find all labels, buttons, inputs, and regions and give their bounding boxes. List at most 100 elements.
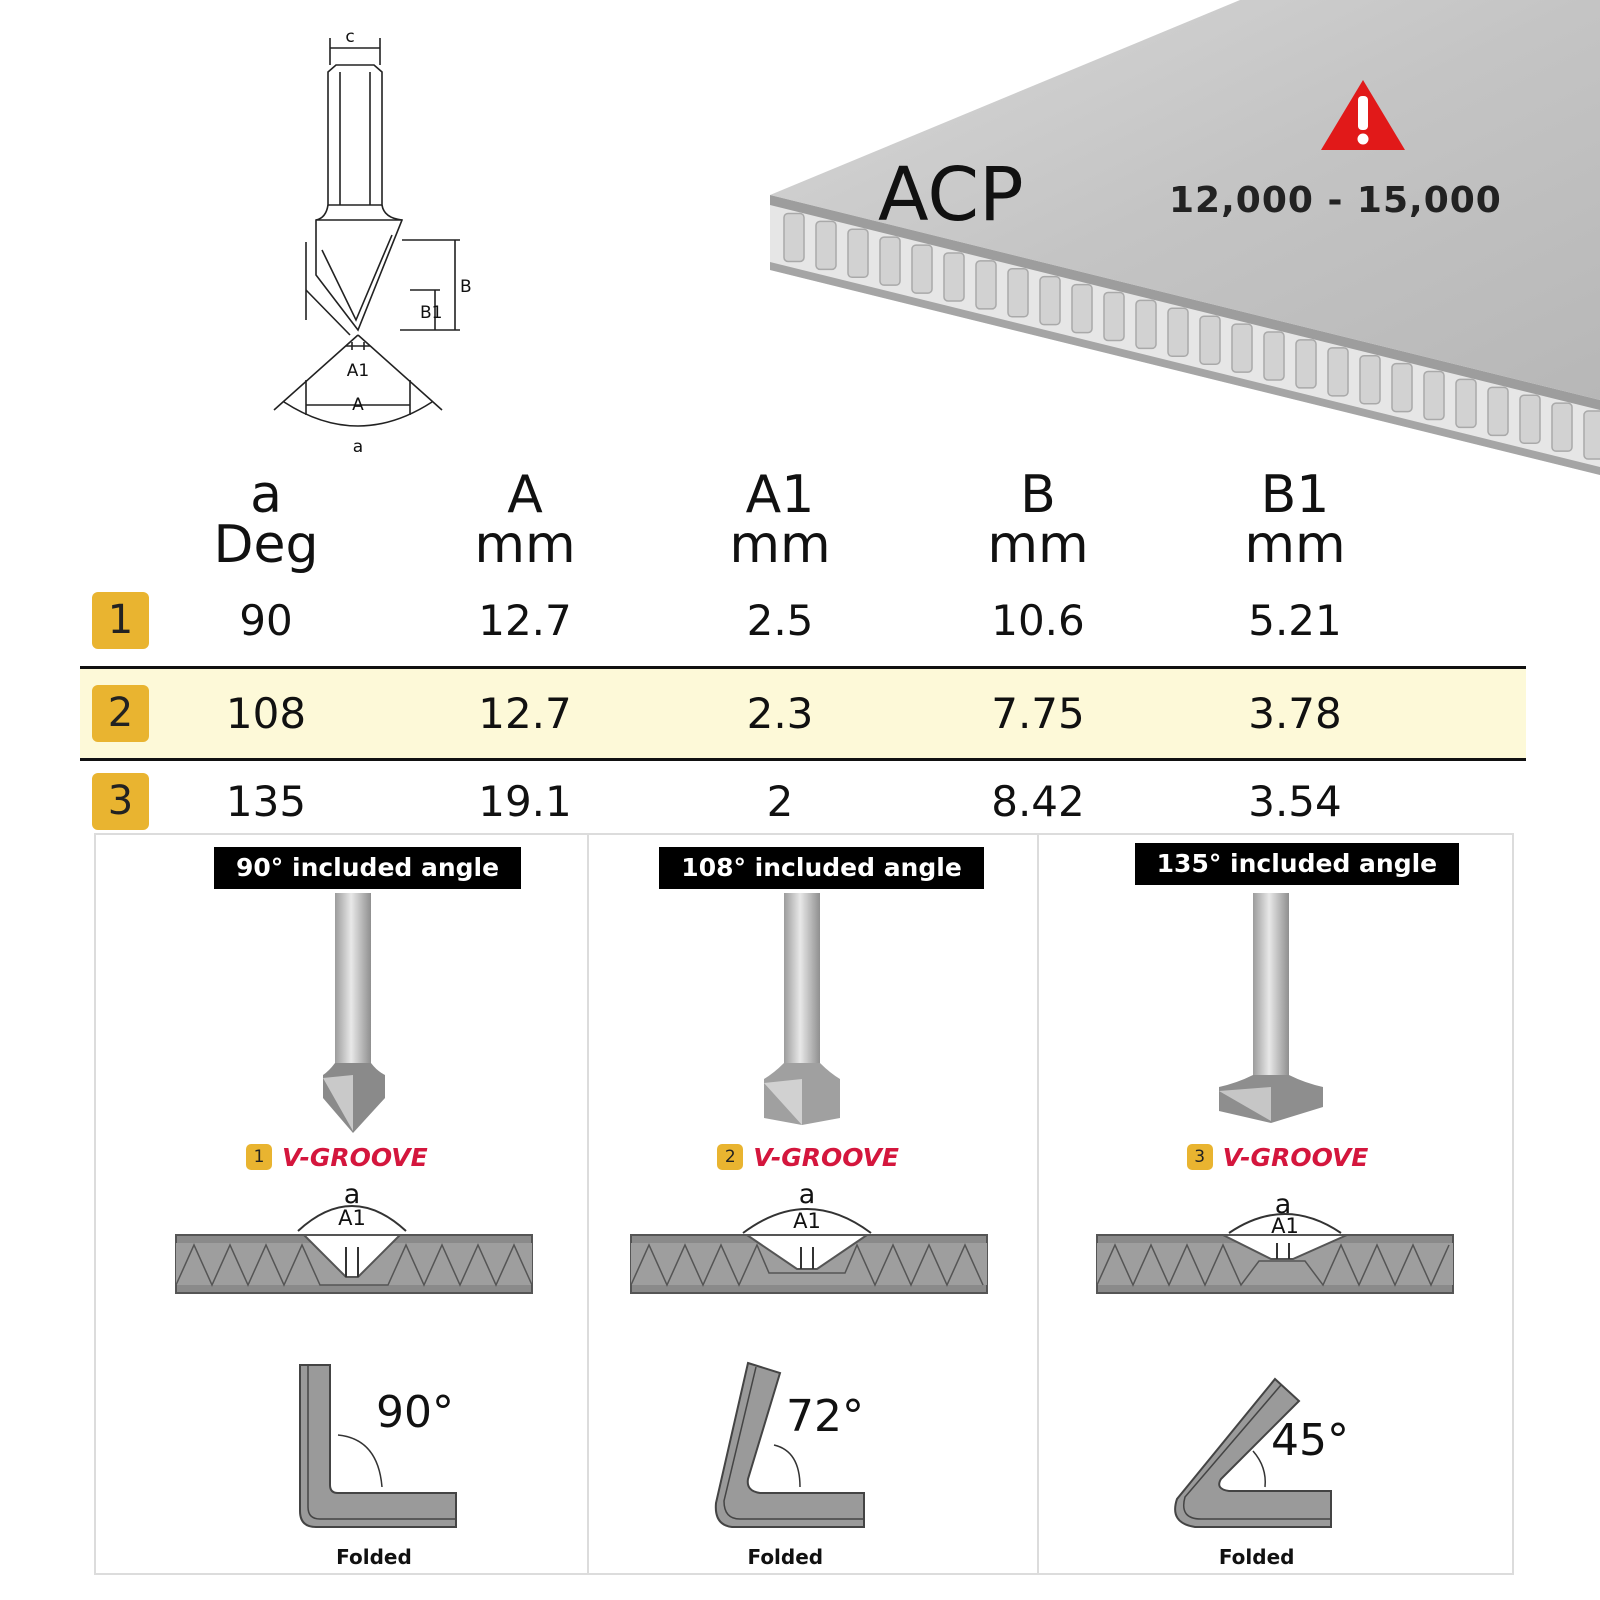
honeycomb-cell bbox=[1103, 291, 1125, 342]
v-groove-badge: 2 bbox=[717, 1144, 744, 1170]
cell-a: 19.1 bbox=[478, 777, 572, 826]
acp-label: ACP bbox=[878, 152, 1024, 238]
a1-label: A1 bbox=[793, 1209, 821, 1233]
row-number-badge: 3 bbox=[92, 773, 149, 830]
cell-b1: 3.54 bbox=[1248, 777, 1342, 826]
honeycomb-cell bbox=[1359, 354, 1381, 405]
honeycomb-cell bbox=[1167, 307, 1189, 358]
honeycomb-cell bbox=[783, 212, 805, 263]
table-row: 3 135 19.1 2 8.42 3.54 bbox=[80, 761, 1526, 849]
cell-a1: 2.5 bbox=[746, 596, 814, 645]
honeycomb-cell bbox=[1135, 299, 1157, 350]
table-row: 2 108 12.7 2.3 7.75 3.78 bbox=[80, 666, 1526, 761]
v-groove-label: 3 V-GROOVE bbox=[1186, 1141, 1369, 1173]
folded-90-diagram: 90° bbox=[299, 1364, 457, 1528]
a1-label: A1 bbox=[338, 1206, 366, 1230]
rpm-range-label: 12,000 - 15,000 bbox=[1169, 180, 1502, 221]
dim-b1-label: B1 bbox=[420, 303, 442, 323]
dim-b-label: B bbox=[460, 277, 472, 297]
cell-a1: 2.3 bbox=[746, 689, 814, 738]
router-bit-technical-drawing: c B B1 A1 A a bbox=[260, 20, 500, 470]
router-bit-135-image bbox=[1218, 893, 1323, 1123]
honeycomb-cell bbox=[1551, 402, 1573, 452]
cell-b: 8.42 bbox=[991, 777, 1085, 826]
groove-cross-section: a A1 bbox=[175, 1179, 533, 1294]
honeycomb-cell bbox=[879, 236, 901, 286]
honeycomb-cell bbox=[1487, 386, 1509, 437]
cell-a: 12.7 bbox=[478, 689, 572, 738]
honeycomb-cell bbox=[911, 244, 933, 294]
cell-b: 10.6 bbox=[991, 596, 1085, 645]
honeycomb-cell bbox=[1071, 283, 1093, 334]
v-groove-text: V-GROOVE bbox=[753, 1142, 900, 1172]
honeycomb-cell bbox=[1327, 347, 1349, 397]
angle-a-label: a bbox=[799, 1179, 816, 1210]
angle-a-label: a bbox=[344, 1179, 361, 1210]
honeycomb-cell bbox=[1295, 339, 1317, 389]
groove-cross-section: a A1 bbox=[1095, 1189, 1454, 1294]
v-groove-badge: 1 bbox=[246, 1144, 272, 1170]
folded-45-diagram: 45° bbox=[1173, 1377, 1349, 1528]
honeycomb-cell bbox=[1007, 268, 1029, 318]
angle-a-label: a bbox=[1274, 1189, 1291, 1220]
honeycomb-cell bbox=[1263, 331, 1285, 381]
v-groove-text: V-GROOVE bbox=[1222, 1142, 1369, 1172]
row-number-badge: 2 bbox=[92, 685, 149, 742]
dim-a1-label: A1 bbox=[347, 361, 369, 381]
cell-a1: 2 bbox=[766, 777, 794, 826]
fold-angle-label: 72° bbox=[786, 1391, 864, 1442]
folded-label: Folded bbox=[747, 1545, 824, 1569]
honeycomb-cell bbox=[847, 228, 869, 279]
cell-angle: 108 bbox=[225, 689, 307, 738]
honeycomb-cell bbox=[1519, 394, 1541, 444]
honeycomb-cell bbox=[1391, 362, 1413, 413]
v-groove-label: 1 V-GROOVE bbox=[246, 1141, 428, 1173]
a1-label: A1 bbox=[1271, 1214, 1299, 1238]
panel-title: 90° included angle bbox=[214, 847, 522, 889]
warning-triangle-icon bbox=[1321, 80, 1405, 150]
folded-label: Folded bbox=[336, 1545, 412, 1569]
honeycomb-cell bbox=[1423, 370, 1445, 421]
panel-108-degree: 108° included angle 2 V-GROOVE a A1 72° … bbox=[589, 835, 1039, 1573]
folded-label: Folded bbox=[1218, 1545, 1295, 1569]
groove-cross-section: a A1 bbox=[630, 1179, 989, 1294]
cell-a: 12.7 bbox=[478, 596, 572, 645]
honeycomb-cell bbox=[815, 220, 837, 271]
dim-angle-a-label: a bbox=[353, 437, 363, 457]
honeycomb-cell bbox=[1199, 315, 1221, 365]
cell-b1: 3.78 bbox=[1248, 689, 1342, 738]
cell-b1: 5.21 bbox=[1248, 596, 1342, 645]
cell-angle: 135 bbox=[225, 777, 307, 826]
honeycomb-cell bbox=[1583, 410, 1600, 460]
dim-a-label: A bbox=[352, 395, 364, 415]
panel-title: 135° included angle bbox=[1134, 843, 1460, 885]
acp-panel-illustration: ACP 12,000 - 15,000 bbox=[770, 0, 1600, 475]
router-bit-90-image bbox=[323, 893, 385, 1133]
table-row: 1 90 12.7 2.5 10.6 5.21 bbox=[80, 578, 1526, 666]
row-number-badge: 1 bbox=[92, 592, 149, 649]
v-groove-panels: 90° included angle 1 V-GROOVE a A1 90° bbox=[94, 833, 1514, 1575]
honeycomb-cell bbox=[975, 260, 997, 310]
honeycomb-cell bbox=[943, 252, 965, 302]
dim-c-label: c bbox=[345, 27, 354, 47]
v-groove-badge: 3 bbox=[1186, 1144, 1213, 1170]
cell-b: 7.75 bbox=[991, 689, 1085, 738]
fold-angle-label: 90° bbox=[376, 1387, 454, 1438]
acp-sheet: ACP 12,000 - 15,000 bbox=[770, 0, 1600, 475]
panel-135-degree: 135° included angle 3 V-GROOVE a A1 45° … bbox=[1039, 835, 1512, 1573]
cell-angle: 90 bbox=[239, 596, 293, 645]
folded-72-diagram: 72° bbox=[715, 1361, 866, 1528]
honeycomb-cell bbox=[1455, 378, 1477, 429]
bit-dimension-diagram: c B B1 A1 A a bbox=[273, 27, 472, 457]
fold-angle-label: 45° bbox=[1271, 1415, 1349, 1466]
v-groove-text: V-GROOVE bbox=[282, 1142, 428, 1172]
honeycomb-cell bbox=[1039, 275, 1061, 326]
honeycomb-cell bbox=[1231, 323, 1253, 373]
